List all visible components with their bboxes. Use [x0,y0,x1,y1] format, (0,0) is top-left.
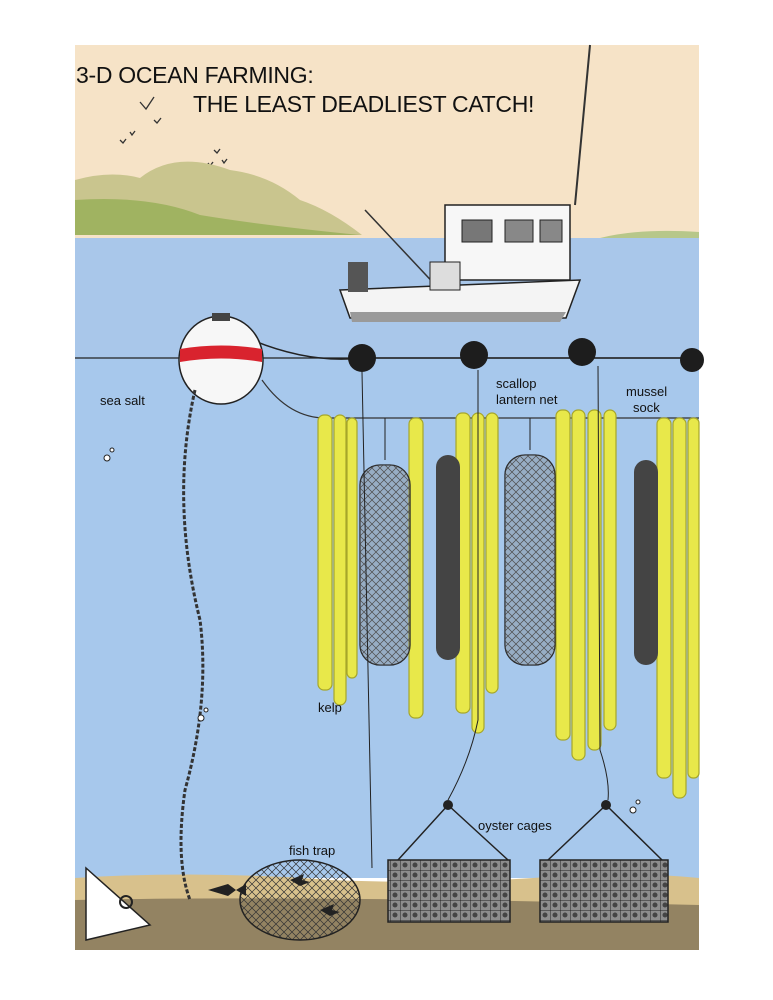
lantern-net-right [504,418,556,666]
oyster-cage-right [539,800,669,923]
anchor [85,866,152,941]
bubbles [103,447,641,814]
label-scallop: scallop [496,376,537,391]
label-sea-salt: sea salt [100,393,145,408]
label-oyster-cages: oyster cages [478,818,552,833]
label-kelp: kelp [318,700,342,715]
oyster-cage-left [387,800,511,923]
birds [119,96,228,168]
label-lantern-net: lantern net [496,392,558,407]
title-line-2: THE LEAST DEADLIEST CATCH! [193,91,535,117]
label-mussel: mussel [626,384,668,399]
lantern-net-left [359,418,411,666]
marker-buoy [178,313,264,405]
label-fish-trap: fish trap [289,843,336,858]
fish [208,884,246,896]
label-sock: sock [633,400,660,415]
anchor-chain [179,389,205,901]
fish-trap [239,859,361,941]
mussel-socks [436,455,658,665]
fishing-boat [338,44,591,322]
title-line-1: 3-D OCEAN FARMING: [76,62,314,88]
floats [348,338,704,372]
